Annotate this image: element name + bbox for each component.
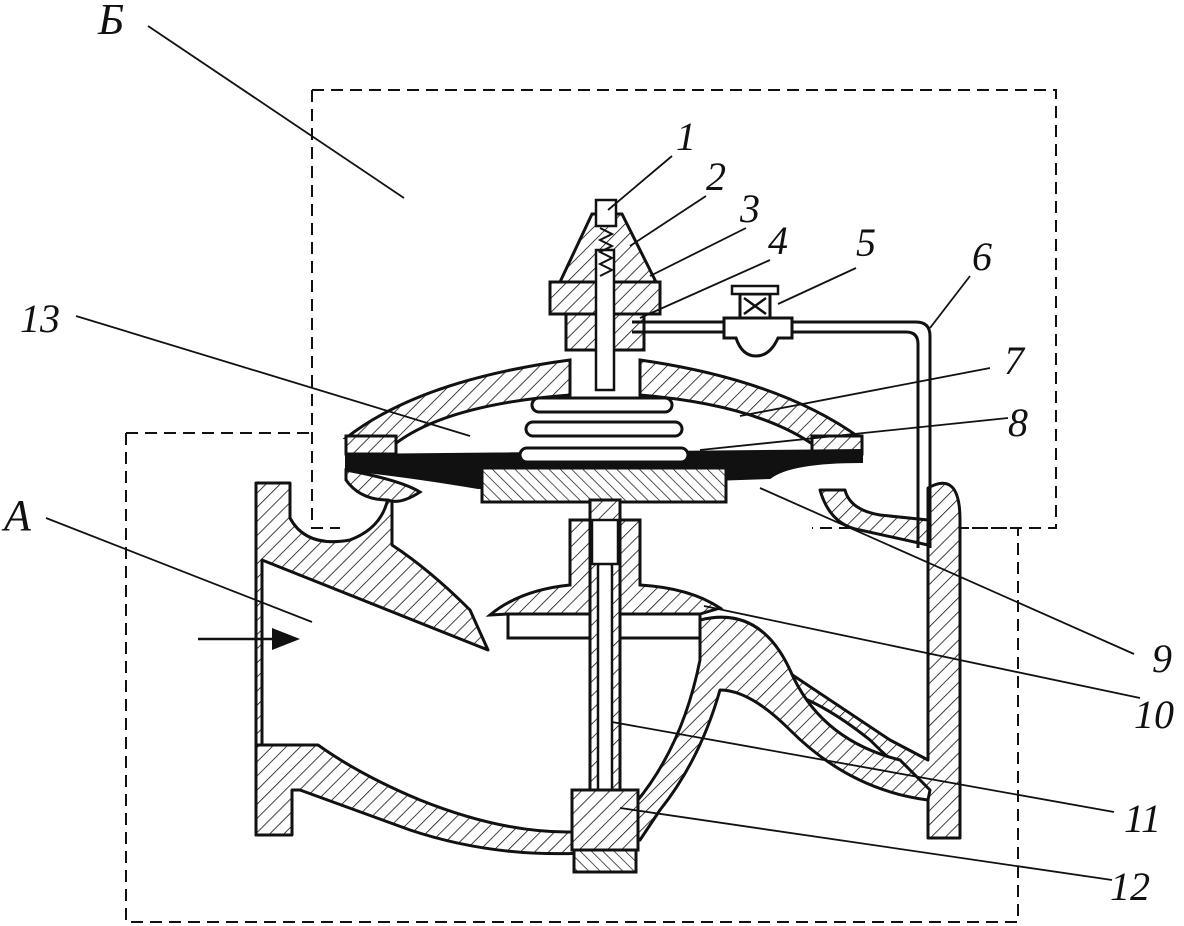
part-9-label: 9 [1152,636,1172,681]
part-11-label: 11 [1124,796,1161,841]
pilot-spring [597,227,615,277]
cover-dome [342,358,572,450]
part-13-label: 13 [20,296,60,341]
part-10-label: 10 [1134,692,1174,737]
cover-flange-left [344,434,398,456]
part-4-label: 4 [768,218,788,263]
adjusting-screw [594,198,618,228]
part-3-label: 3 [739,186,760,231]
stop-cock [722,316,794,358]
spring-coils [518,396,690,464]
zone-b-label: Б [97,0,124,44]
lower-guide [570,788,640,852]
part-12-label: 12 [1110,864,1150,909]
zone-a-boundary [125,433,1019,923]
bottom-plug [572,848,638,874]
inlet-flange [254,481,490,837]
zone-a-label: А [1,491,32,540]
part-5-label: 5 [856,220,876,265]
seat-partition [618,615,932,842]
leader-lines [45,25,1141,881]
part-1-label: 1 [676,114,696,159]
part-2-label: 2 [706,154,726,199]
part-6-label: 6 [972,234,992,279]
impulse-tube [632,320,932,548]
arrow-right-icon [198,628,300,650]
part-8-label: 8 [1008,400,1028,445]
clamp-plate [480,466,728,504]
part-7-label: 7 [1004,338,1026,383]
